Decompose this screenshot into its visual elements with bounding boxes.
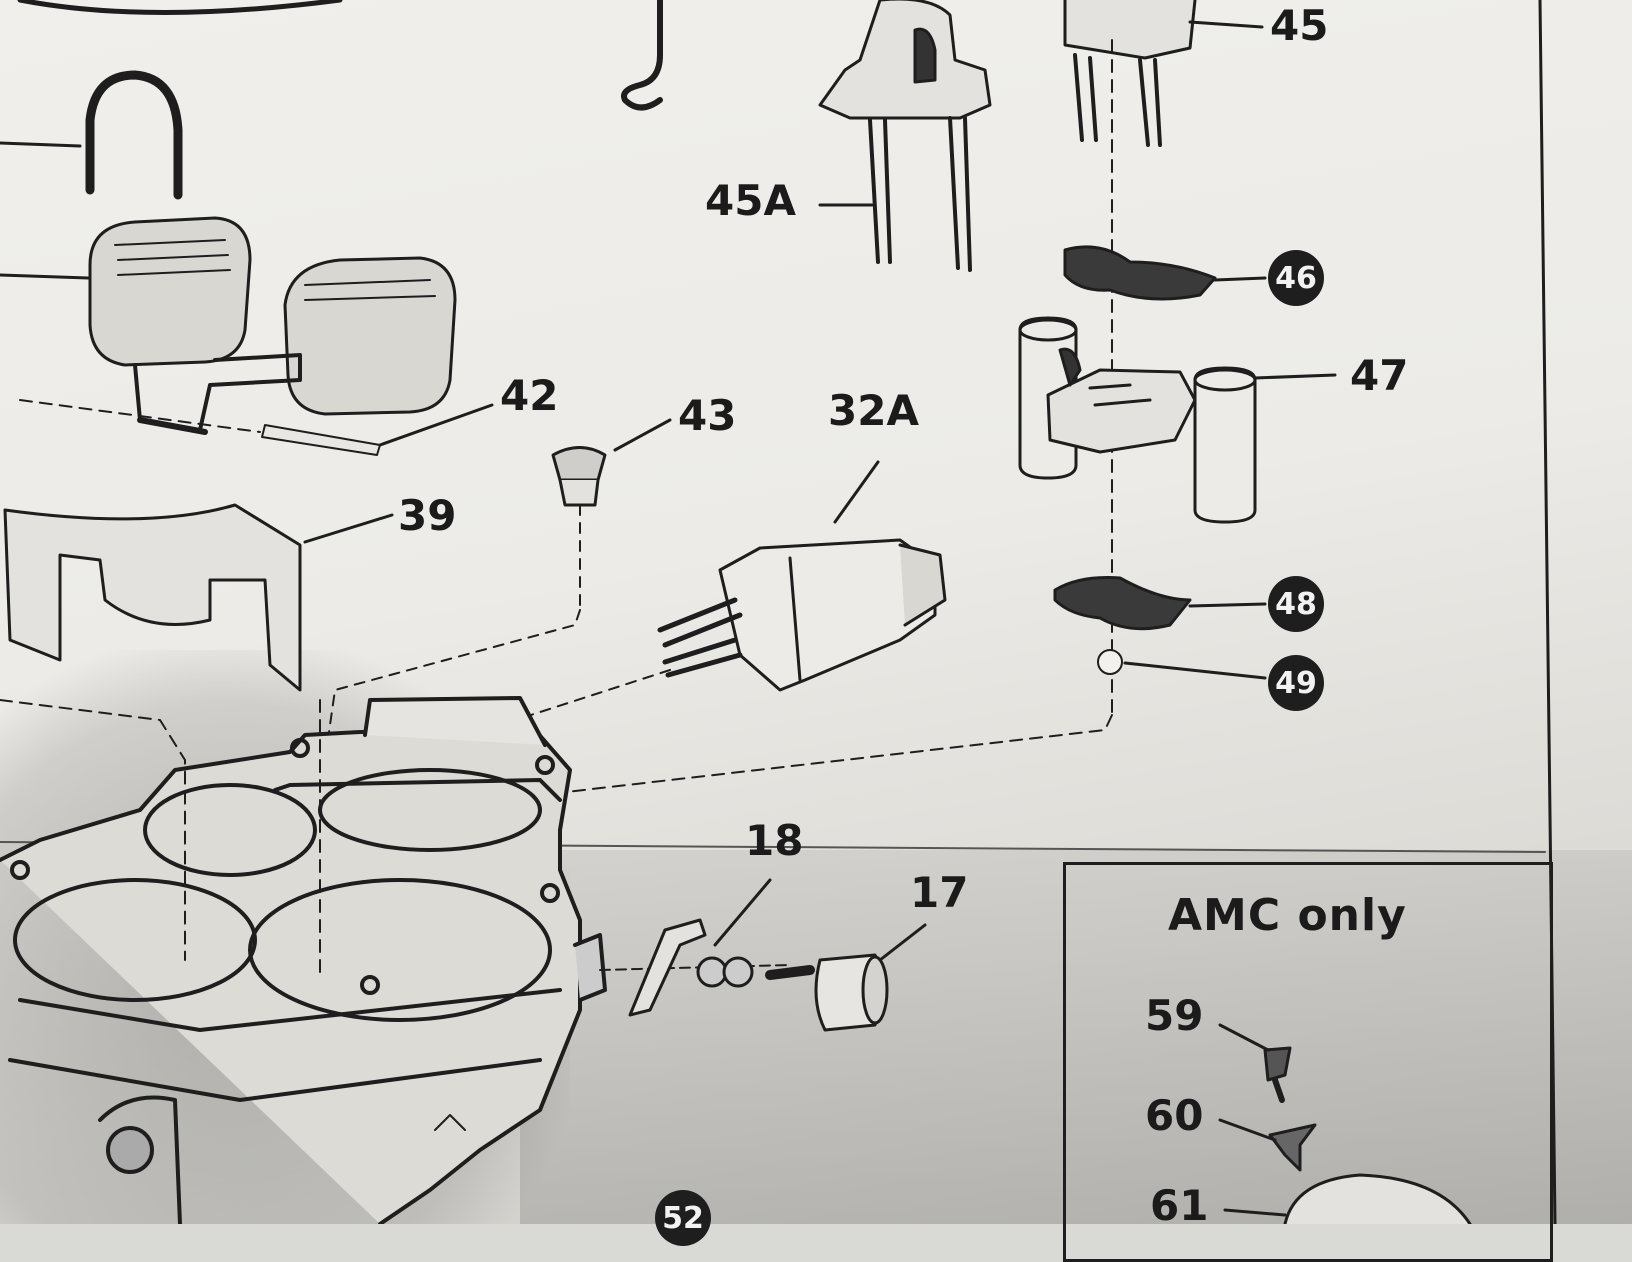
leader-60 [1218, 1118, 1277, 1142]
part-screw-17 [765, 953, 889, 1032]
part-top-left-fragment [17, 0, 343, 15]
amc-only-title: AMC only [1168, 890, 1407, 941]
part-block-47 [1018, 316, 1257, 524]
leader-u-clip [0, 141, 82, 148]
part-plate-39 [3, 503, 302, 692]
leader-18 [713, 878, 772, 947]
part-carburetor-body [0, 696, 607, 1224]
part-screw-59 [1263, 1046, 1292, 1103]
badge-48: 48 [1268, 576, 1324, 632]
callout-42: 42 [500, 371, 559, 420]
leader-59 [1218, 1023, 1270, 1052]
part-u-clip [85, 70, 183, 200]
part-solenoid-32a [499, 538, 947, 726]
callout-45a: 45A [705, 176, 796, 225]
callout-18: 18 [745, 816, 804, 865]
badge-46: 46 [1268, 250, 1324, 306]
part-lever-18 [628, 918, 754, 1017]
leader-39 [303, 513, 394, 544]
leader-47 [1253, 373, 1337, 380]
leader-17 [878, 923, 927, 962]
dashed-mixture-axis [599, 964, 791, 971]
part-bent-rod [621, 0, 663, 111]
callout-39: 39 [398, 491, 457, 540]
part-bracket-45 [1063, 0, 1197, 147]
part-pin-42 [261, 424, 381, 456]
callout-61: 61 [1150, 1181, 1209, 1230]
leader-46 [1213, 276, 1267, 282]
callout-60: 60 [1145, 1091, 1204, 1140]
part-gasket-48 [1053, 576, 1192, 631]
leader-42 [378, 403, 494, 447]
dashed-left-axis [0, 699, 186, 961]
leader-61 [1223, 1208, 1287, 1217]
leader-43 [613, 418, 672, 452]
dashed-right-return [539, 714, 1113, 796]
callout-17: 17 [910, 868, 969, 917]
callout-32a: 32A [828, 386, 919, 435]
callout-59: 59 [1145, 991, 1204, 1040]
part-clip-60 [1268, 1123, 1317, 1172]
part-jet-43 [324, 446, 607, 761]
dashed-float-axis [19, 399, 261, 433]
part-float-assembly [0, 216, 457, 435]
leader-32a [833, 460, 880, 524]
part-ball-49 [1097, 649, 1123, 675]
part-bracket-45a [818, 0, 992, 272]
callout-47: 47 [1350, 351, 1409, 400]
exploded-parts-diagram [0, 0, 1557, 1224]
badge-52: 52 [655, 1190, 711, 1246]
callout-45: 45 [1270, 1, 1329, 50]
leader-45 [1188, 20, 1264, 29]
part-top-61 [1283, 1173, 1472, 1224]
part-gasket-46 [1063, 245, 1217, 301]
callout-43: 43 [678, 391, 737, 440]
badge-49: 49 [1268, 655, 1324, 711]
leader-49 [1123, 661, 1267, 680]
leader-48 [1188, 602, 1267, 608]
